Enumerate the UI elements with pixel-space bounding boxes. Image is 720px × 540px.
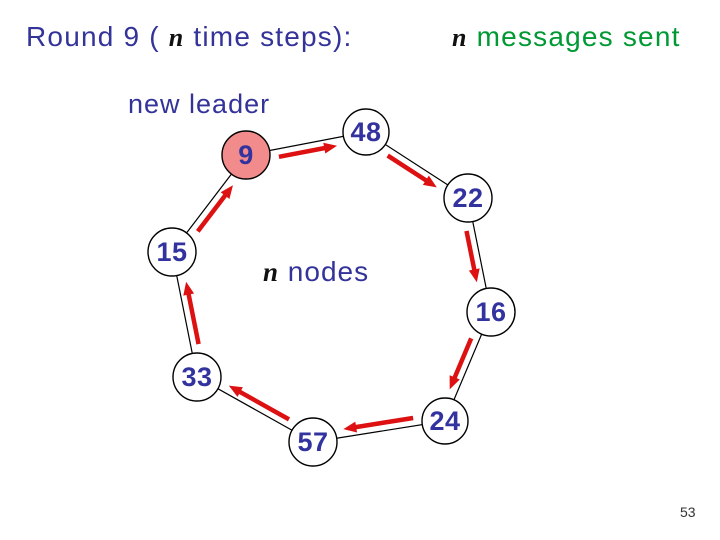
node-label: 16 [475, 297, 506, 327]
message-arrow-shaft [451, 337, 474, 381]
node-label: 9 [238, 140, 254, 170]
messages-sent-text: messages sent [467, 21, 681, 52]
ring-node [288, 417, 338, 467]
ring-node [443, 173, 493, 223]
center-label: n nodes [263, 256, 369, 288]
message-arrow-head [422, 175, 437, 188]
title-prefix: Round 9 ( [26, 21, 169, 52]
message-arrow-head [220, 185, 233, 199]
message-arrow-shaft [386, 153, 429, 184]
message-arrow-head [468, 268, 480, 283]
node-label: 33 [181, 362, 212, 392]
ring-node [172, 352, 222, 402]
ring-node [147, 227, 197, 277]
center-nodes-text: nodes [279, 256, 370, 287]
ring-node [466, 287, 516, 337]
message-arrow-head [343, 421, 358, 433]
message-arrow-shaft [353, 415, 414, 430]
node-label: 24 [429, 406, 460, 436]
message-arrow-shaft [464, 230, 477, 272]
new-leader-label: new leader [128, 89, 271, 119]
center-math-n: n [263, 257, 280, 287]
message-arrow-head [323, 142, 338, 154]
slide-title: Round 9 ( n time steps): [26, 21, 353, 53]
message-arrow-shaft [195, 192, 229, 233]
node-label: 15 [156, 237, 187, 267]
page-number: 53 [680, 504, 696, 520]
messages-math-n: n [452, 23, 468, 52]
node-label: 22 [452, 183, 483, 213]
messages-sent-label: n messages sent [452, 21, 681, 53]
message-arrow-shaft [186, 292, 201, 345]
ring-node [342, 108, 390, 156]
node-label: 48 [350, 117, 381, 147]
title-suffix: time steps): [184, 21, 353, 52]
ring-node-leader [221, 130, 271, 180]
message-arrow-head [449, 375, 460, 390]
message-arrow-shaft [237, 389, 291, 422]
ring-node [421, 397, 469, 445]
title-math-n: n [168, 23, 185, 52]
message-arrow-head [228, 385, 243, 397]
message-arrow-head [183, 281, 195, 296]
message-arrow-shaft [278, 145, 327, 160]
node-label: 57 [297, 427, 328, 457]
